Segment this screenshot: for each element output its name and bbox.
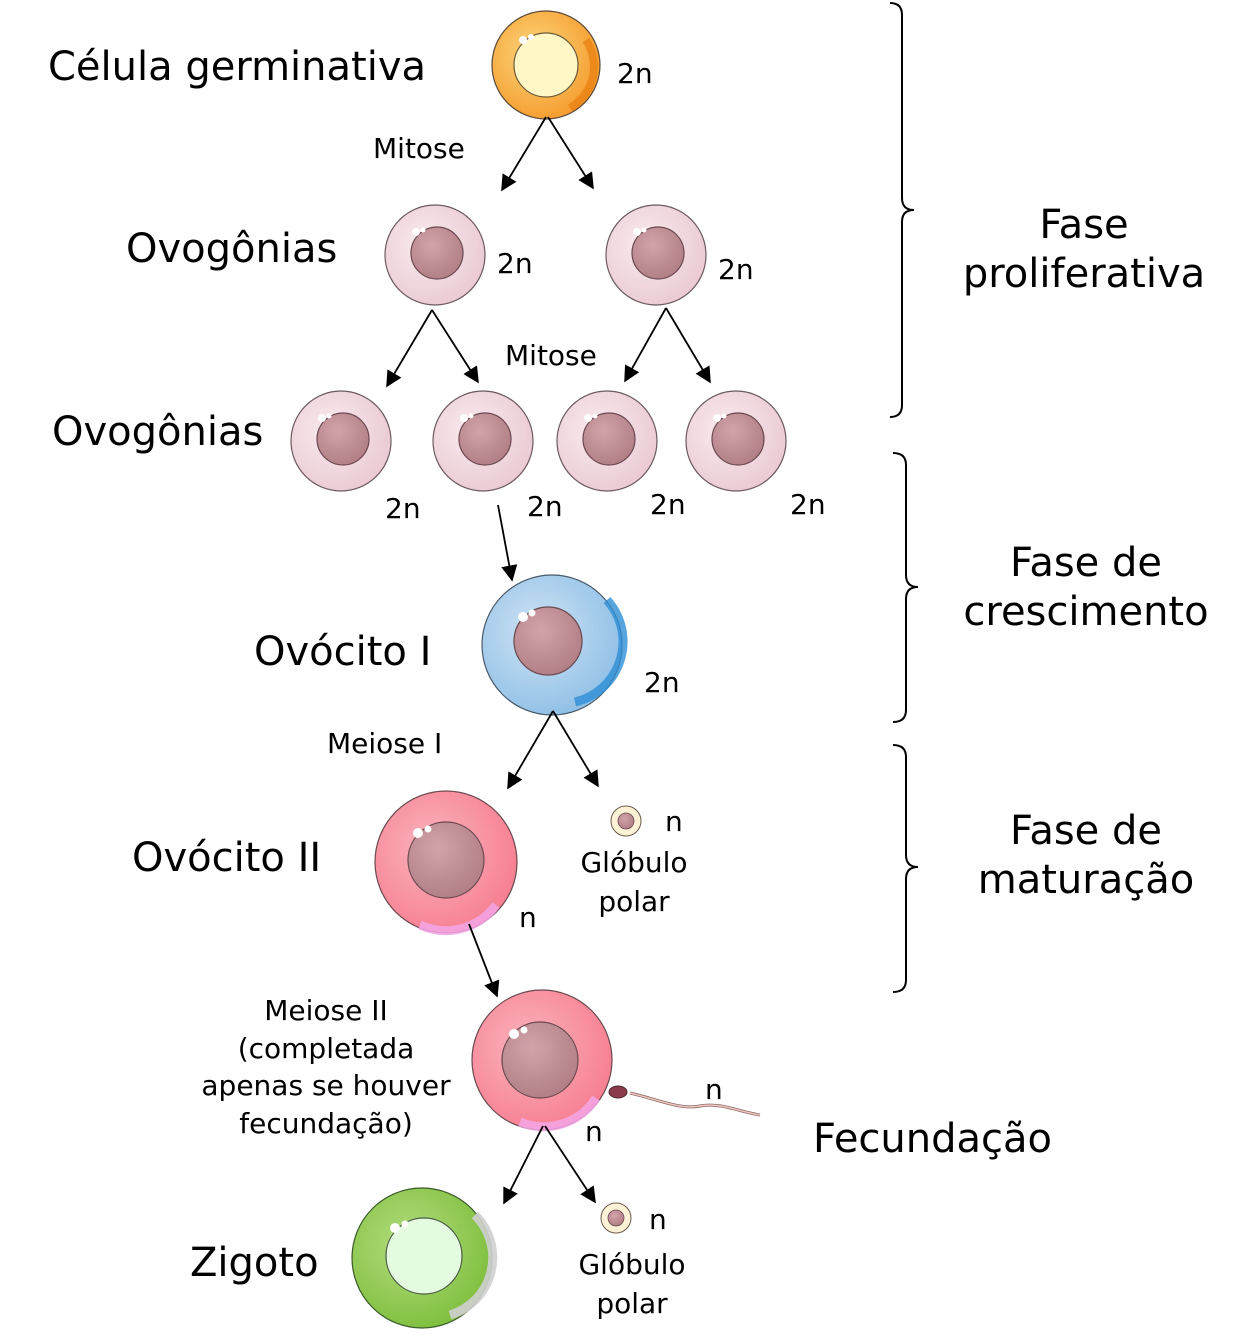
ploidy-sperm: n xyxy=(705,1073,723,1106)
phase-proliferativa-line2: proliferativa xyxy=(963,251,1205,297)
polar-body-2 xyxy=(600,1202,632,1234)
label-celula-germinativa: Célula germinativa xyxy=(48,44,426,90)
phase-crescimento-line2: crescimento xyxy=(963,589,1208,635)
oocyte-meiosis-ii xyxy=(471,989,613,1132)
ploidy-oogonia-2a: 2n xyxy=(385,492,421,525)
label-fecundacao: Fecundação xyxy=(813,1116,1052,1162)
zygote xyxy=(351,1187,498,1329)
ploidy-secondary-oocyte: n xyxy=(519,901,537,934)
phase-crescimento-line1: Fase de xyxy=(1010,540,1162,586)
phase-maturacao-line1: Fase de xyxy=(1010,808,1162,854)
oogonia-row2-c xyxy=(556,390,658,492)
label-polar-body-1-line1: Glóbulo xyxy=(580,846,687,879)
label-ovocito-2: Ovócito II xyxy=(132,835,321,881)
ploidy-oocyte-meiosis-ii: n xyxy=(585,1115,603,1148)
label-meiose-2-line3: apenas se houver xyxy=(201,1069,451,1102)
oogonia-row2-d xyxy=(685,390,787,492)
germ-cell xyxy=(491,10,601,120)
oogonia-row1-b xyxy=(605,204,707,306)
ploidy-polar-body-2: n xyxy=(649,1203,667,1236)
ploidy-oogonia-1b: 2n xyxy=(718,253,754,286)
polar-body-1 xyxy=(610,805,642,837)
bracket-maturacao xyxy=(892,744,919,993)
label-meiose-2-line4: fecundação) xyxy=(239,1107,413,1140)
phase-maturacao-line2: maturação xyxy=(978,857,1194,903)
ploidy-polar-body-1: n xyxy=(665,805,683,838)
primary-oocyte xyxy=(481,574,628,716)
phase-proliferativa-line1: Fase xyxy=(1039,202,1128,248)
secondary-oocyte xyxy=(374,790,518,936)
label-ovogonias-1: Ovogônias xyxy=(126,226,337,272)
label-ovogonias-2: Ovogônias xyxy=(52,409,263,455)
oogonia-row2-a xyxy=(290,390,392,492)
sperm-cell xyxy=(608,1085,761,1117)
arrows xyxy=(386,116,711,1205)
ploidy-oogonia-2d: 2n xyxy=(790,488,826,521)
label-polar-body-2-line1: Glóbulo xyxy=(578,1248,685,1281)
oogonia-row1-a xyxy=(384,204,486,306)
label-mitose-1: Mitose xyxy=(373,132,465,165)
label-meiose-2-line1: Meiose II xyxy=(264,994,388,1027)
label-ovocito-1: Ovócito I xyxy=(254,629,431,675)
label-mitose-2: Mitose xyxy=(505,339,597,372)
label-meiose-1: Meiose I xyxy=(327,727,442,760)
label-zigoto: Zigoto xyxy=(190,1240,319,1286)
bracket-proliferativa xyxy=(889,2,915,418)
label-polar-body-2-line2: polar xyxy=(596,1287,668,1320)
label-polar-body-1-line2: polar xyxy=(598,885,670,918)
label-meiose-2-line2: (completada xyxy=(238,1032,415,1065)
ploidy-oogonia-1a: 2n xyxy=(497,247,533,280)
ploidy-oogonia-2b: 2n xyxy=(527,490,563,523)
bracket-crescimento xyxy=(892,452,919,723)
ploidy-germ: 2n xyxy=(617,57,653,90)
ploidy-oogonia-2c: 2n xyxy=(650,488,686,521)
oogonia-row2-b xyxy=(432,390,534,492)
ploidy-primary-oocyte: 2n xyxy=(644,666,680,699)
